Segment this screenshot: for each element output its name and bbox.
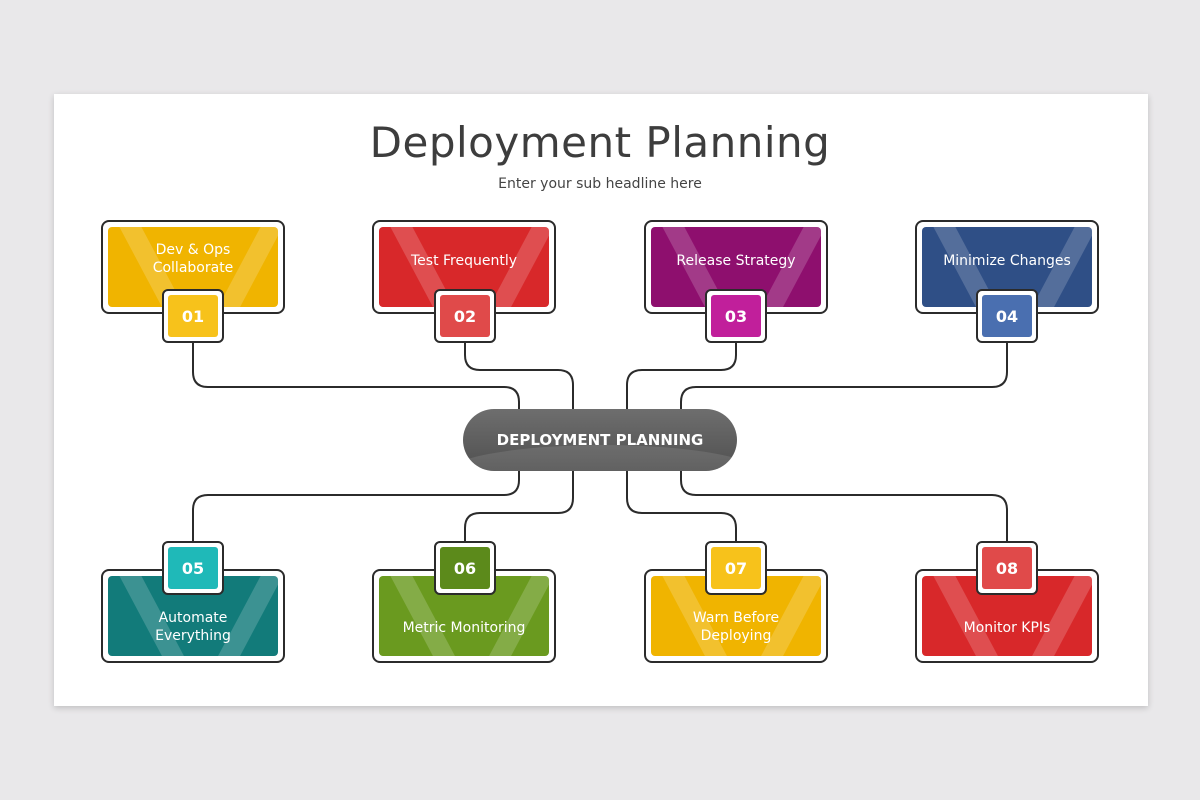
step-number-05: 05 [168,547,218,589]
step-badge-01: 01 [162,289,224,343]
step-box-01-fill: Dev & Ops Collaborate [108,227,278,307]
step-label-05: Automate Everything [155,610,231,644]
page-subtitle: Enter your sub headline here [498,176,702,192]
step-badge-04: 04 [976,289,1038,343]
step-badge-06: 06 [434,541,496,595]
connector-01 [192,342,520,411]
step-number-04: 04 [982,295,1032,337]
step-badge-07: 07 [705,541,767,595]
connector-06 [464,469,574,542]
step-label-04: Minimize Changes [943,253,1071,269]
connector-04 [680,342,1008,411]
step-number-06: 06 [440,547,490,589]
connector-05 [192,469,520,542]
page-title: Deployment Planning [369,118,831,167]
step-label-06: Metric Monitoring [402,620,526,636]
step-number-07: 07 [711,547,761,589]
step-number-02: 02 [440,295,490,337]
step-badge-02: 02 [434,289,496,343]
step-label-07: Warn Before Deploying [692,610,780,644]
step-box-06: Metric Monitoring [372,569,556,663]
connector-08 [680,469,1008,542]
step-label-02: Test Frequently [410,253,518,269]
step-number-01: 01 [168,295,218,337]
step-label-08: Monitor KPIs [963,620,1051,636]
step-badge-03: 03 [705,289,767,343]
step-number-08: 08 [982,547,1032,589]
connector-07 [626,469,737,542]
center-hub-label: DEPLOYMENT PLANNING [496,431,704,449]
step-badge-08: 08 [976,541,1038,595]
connector-02 [464,342,574,411]
step-label-03: Release Strategy [676,253,796,269]
connector-03 [626,342,737,411]
step-badge-05: 05 [162,541,224,595]
step-number-03: 03 [711,295,761,337]
step-label-01: Dev & Ops Collaborate [152,242,234,276]
center-hub: DEPLOYMENT PLANNING [463,409,737,471]
